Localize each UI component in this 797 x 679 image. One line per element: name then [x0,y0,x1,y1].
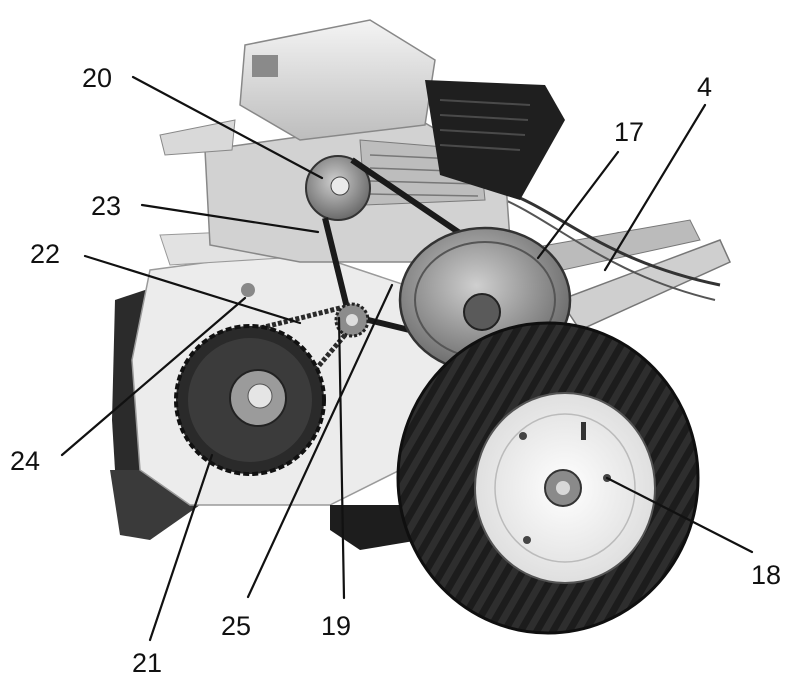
callout-21: 21 [132,648,162,678]
driven-pulley-hub [463,293,501,331]
leader-20 [131,75,324,180]
leader-24 [60,296,247,457]
control-cable [499,188,721,287]
callout-22: 22 [30,239,60,269]
leader-lines [60,75,754,642]
leader-18 [605,476,754,554]
callout-4: 4 [697,72,712,102]
callout-labels: 20 23 22 24 21 25 19 17 4 18 [10,63,781,678]
engine-pulley-hub [330,176,350,196]
handle-bar [558,239,731,331]
leader-21 [148,453,214,642]
engine-side-plate [159,119,236,156]
leader-4 [603,103,707,272]
leader-19 [337,316,346,600]
wheel-hub-center [556,481,570,495]
callout-20: 20 [82,63,112,93]
callout-23: 23 [91,191,121,221]
callout-17: 17 [614,117,644,147]
leader-25 [246,283,394,599]
wheel-rim-hole-2 [519,432,527,440]
cover-bolt [241,283,255,297]
callout-18: 18 [751,560,781,590]
wheel-rim-hole-3 [523,536,531,544]
callout-25: 25 [221,611,251,641]
leader-22 [83,254,302,325]
fuel-tank [239,19,436,141]
small-sprocket-hub [346,314,358,326]
callout-24: 24 [10,446,40,476]
fuel-cap [252,55,278,77]
wheel-rim-inner [494,413,636,563]
control-cable-2 [504,199,716,301]
callout-19: 19 [321,611,351,641]
leader-17 [536,150,620,260]
wheel-valve [581,422,586,440]
muffler-box [425,80,565,200]
leader-23 [140,203,320,234]
machine-photo [110,19,731,635]
skid-plate [330,505,420,550]
muffler-grille [439,99,531,151]
large-sprocket-bolt [247,383,273,409]
